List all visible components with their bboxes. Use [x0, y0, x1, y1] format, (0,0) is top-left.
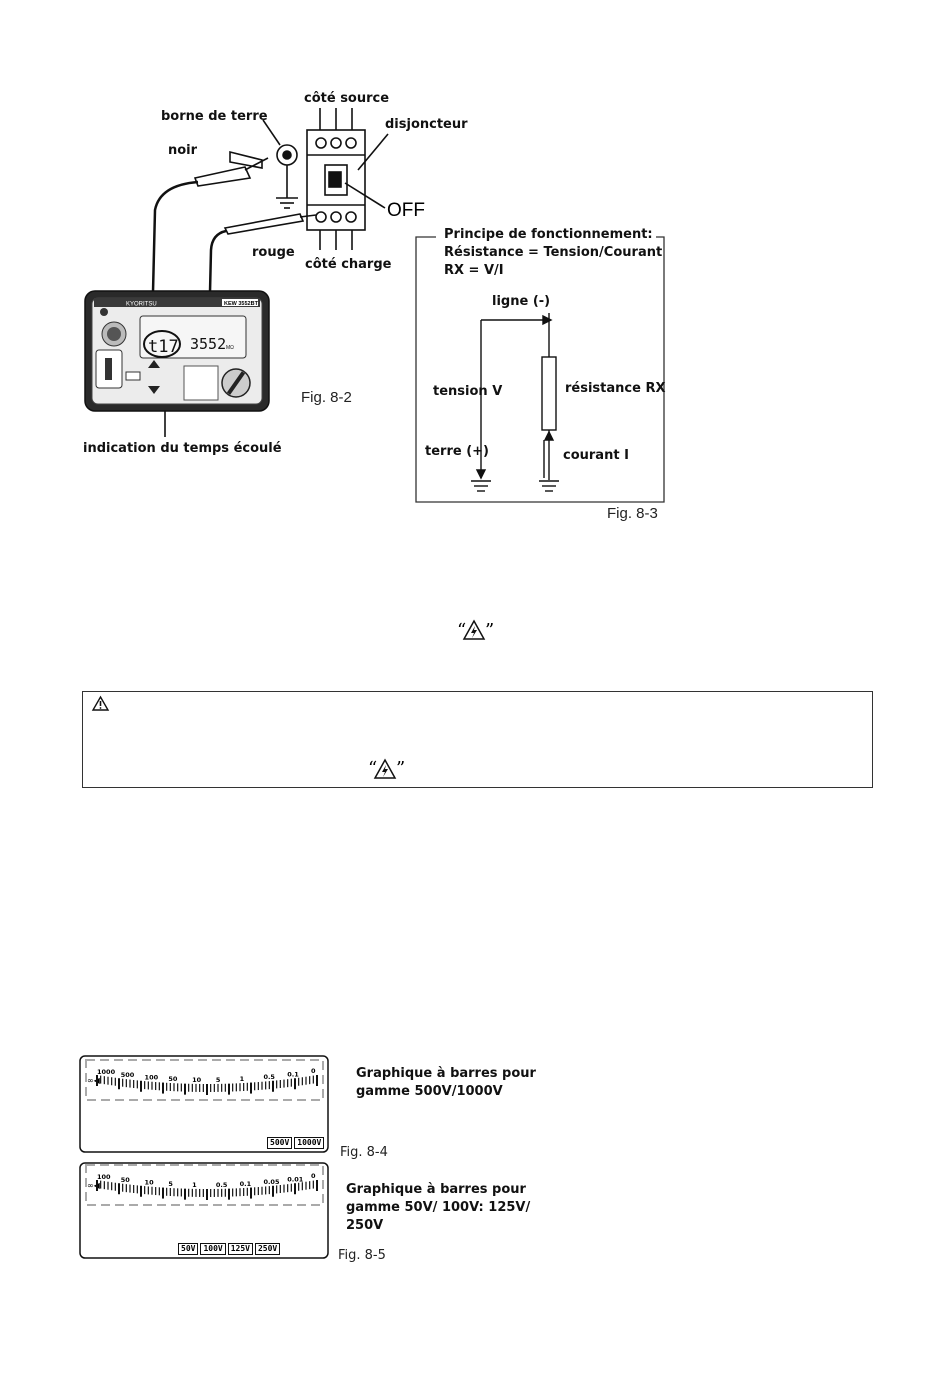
range-badge-125v: 125V [227, 1243, 253, 1255]
box-close-quote: ” [396, 758, 406, 779]
scale-label: 10 [192, 1076, 202, 1084]
scale-label: 0.1 [287, 1070, 299, 1078]
svg-text:KEW 3552BT: KEW 3552BT [224, 301, 259, 307]
scale-label: 50 [168, 1075, 178, 1083]
scale-label: 10 [145, 1179, 155, 1187]
scale-label: 0.05 [263, 1178, 280, 1186]
range-badge-50v: 50V [178, 1243, 199, 1255]
line-label: ligne (-) [492, 294, 551, 309]
current-label: courant I [563, 448, 629, 463]
scale-label: 0 [311, 1172, 316, 1180]
svg-text:KYORITSU: KYORITSU [126, 302, 157, 308]
fig-8-5-label-line1: Graphique à barres pour [346, 1182, 526, 1197]
scale-label: 1000 [97, 1068, 116, 1076]
close-quote: ” [485, 620, 495, 641]
ground-terminal-label: borne de terre [161, 109, 268, 124]
voltage-label: tension V [433, 384, 503, 399]
scale-label: 5 [216, 1076, 221, 1084]
load-side-label: côté charge [305, 257, 392, 272]
box-hazard-voltage-icon [373, 758, 397, 779]
principle-rx: RX = V/I [444, 263, 504, 278]
fig-8-5-label-line2: gamme 50V/ 100V: 125V/ [346, 1200, 531, 1215]
svg-text:t17: t17 [148, 337, 179, 357]
svg-text:MΩ: MΩ [226, 345, 234, 351]
scale-label: 0.01 [287, 1175, 304, 1183]
breaker-label: disjoncteur [385, 117, 468, 132]
scale-label: 0 [311, 1067, 316, 1075]
fig-8-2-caption: Fig. 8-2 [301, 389, 352, 406]
hazard-voltage-icon [462, 619, 486, 640]
infinity-mark: ∞◀ [87, 1181, 101, 1190]
scale-label: 5 [168, 1180, 173, 1188]
fig-8-5-caption: Fig. 8-5 [338, 1248, 386, 1263]
off-label: OFF [387, 200, 425, 221]
open-quote: “ [457, 620, 467, 641]
fig-8-4-label-line1: Graphique à barres pour [356, 1066, 536, 1081]
scale-label: 500 [121, 1071, 135, 1079]
bar-graph-500-1000v: ∞◀1000 500 100 50 10 5 1 0.5 0.1 0 [79, 1055, 329, 1153]
scale-label: 0.1 [240, 1180, 252, 1188]
fig-8-3-caption: Fig. 8-3 [607, 505, 658, 522]
scale-label: 0.5 [263, 1073, 275, 1081]
principle-frame [415, 236, 665, 503]
resistance-label: résistance RX [565, 381, 666, 396]
range-badge-100v: 100V [200, 1243, 226, 1255]
bar-graph-50-250v: ∞◀100 50 10 5 1 0.5 0.1 0.05 0.01 0 [79, 1162, 329, 1259]
warning-box: “ ” [82, 691, 873, 788]
insulation-tester-drawing: KYORITSU KEW 3552BT t17 3552 MΩ [84, 290, 270, 412]
scale-label: 100 [97, 1173, 111, 1181]
svg-text:3552: 3552 [190, 335, 226, 353]
earth-label: terre (+) [425, 444, 489, 459]
scale-label: 50 [121, 1176, 131, 1184]
fig-8-5-badges: 50V 100V 125V 250V [178, 1243, 281, 1255]
range-badge-500v: 500V [267, 1137, 293, 1149]
scale-label: 1 [240, 1075, 245, 1083]
breaker-wiring-drawing [151, 108, 389, 437]
fig-8-5-label-line3: 250V [346, 1218, 384, 1233]
range-badge-250v: 250V [254, 1243, 281, 1255]
red-lead-label: rouge [252, 245, 295, 260]
principle-formula: Résistance = Tension/Courant [444, 245, 663, 260]
fig-8-4-badges: 500V 1000V [267, 1137, 325, 1149]
scale-label: 100 [145, 1074, 159, 1082]
elapsed-time-label: indication du temps écoulé [83, 441, 282, 456]
range-badge-1000v: 1000V [294, 1137, 325, 1149]
fig-8-4-caption: Fig. 8-4 [340, 1145, 388, 1160]
fig-8-4-label-line2: gamme 500V/1000V [356, 1084, 503, 1099]
scale-label: 0.5 [216, 1181, 228, 1189]
scale-label: 1 [192, 1181, 197, 1189]
box-open-quote: “ [368, 758, 378, 779]
source-side-label: côté source [304, 91, 390, 106]
infinity-mark: ∞◀ [87, 1076, 101, 1085]
warning-icon [91, 695, 110, 711]
principle-title: Principe de fonctionnement: [444, 227, 653, 242]
black-lead-label: noir [168, 143, 198, 158]
